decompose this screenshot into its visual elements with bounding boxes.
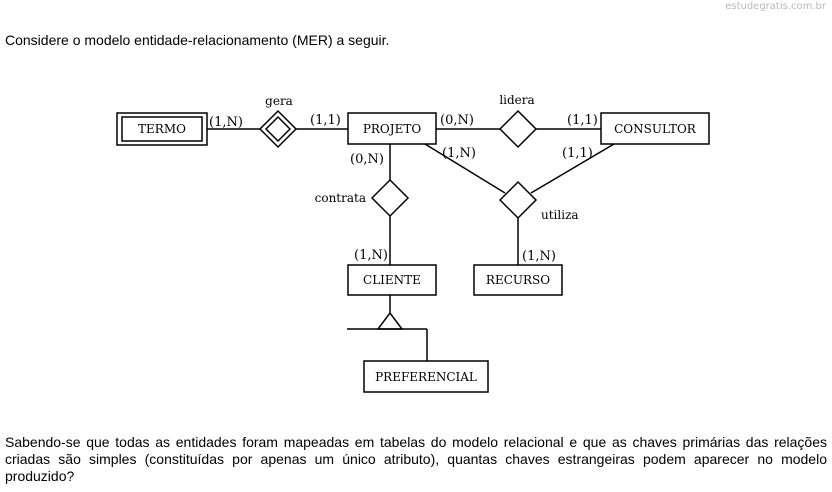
entity-consultor (600, 112, 710, 145)
entity-preferencial (363, 360, 489, 393)
cardinality-termo-gera: (1,N) (209, 115, 243, 130)
relationship-gera-inner (264, 115, 292, 143)
entity-projeto (347, 112, 437, 145)
cardinality-utiliza-recurso: (1,N) (522, 249, 556, 264)
specialization-triangle (376, 311, 404, 330)
line-consultor-utiliza (530, 143, 615, 194)
cardinality-projeto-contrata: (0,N) (350, 152, 384, 167)
watermark: estudegratis.com.br (725, 1, 826, 12)
entity-preferencial-label: PREFERENCIAL (375, 370, 477, 384)
relationship-utiliza-label: utiliza (541, 208, 579, 222)
intro-text: Considere o modelo entidade-relacionamen… (5, 32, 390, 48)
cardinality-consultor-utiliza: (1,1) (562, 146, 593, 161)
relationship-gera-label: gera (265, 94, 293, 108)
entity-cliente-label: CLIENTE (363, 273, 421, 287)
entity-cliente (347, 264, 437, 296)
entity-projeto-label: PROJETO (363, 122, 422, 136)
entity-recurso-label: RECURSO (486, 273, 550, 287)
cardinality-gera-projeto: (1,1) (310, 113, 341, 128)
relationship-lidera (498, 109, 538, 149)
question-text: Sabendo-se que todas as entidades foram … (5, 434, 827, 484)
cardinality-projeto-lidera: (0,N) (440, 113, 474, 128)
cardinality-contrata-cliente: (1,N) (354, 248, 388, 263)
entity-recurso (473, 264, 563, 296)
cardinality-lidera-consultor: (1,1) (567, 113, 598, 128)
entity-termo-label: TERMO (138, 122, 186, 136)
cardinality-projeto-utiliza: (1,N) (442, 146, 476, 161)
line-projeto-utiliza (424, 143, 506, 194)
relationship-lidera-label: lidera (499, 93, 534, 107)
entity-termo-inner (121, 116, 203, 142)
entity-consultor-label: CONSULTOR (614, 122, 697, 136)
relationship-contrata (370, 178, 410, 218)
relationship-contrata-label: contrata (315, 191, 366, 205)
relationship-utiliza (498, 180, 538, 220)
